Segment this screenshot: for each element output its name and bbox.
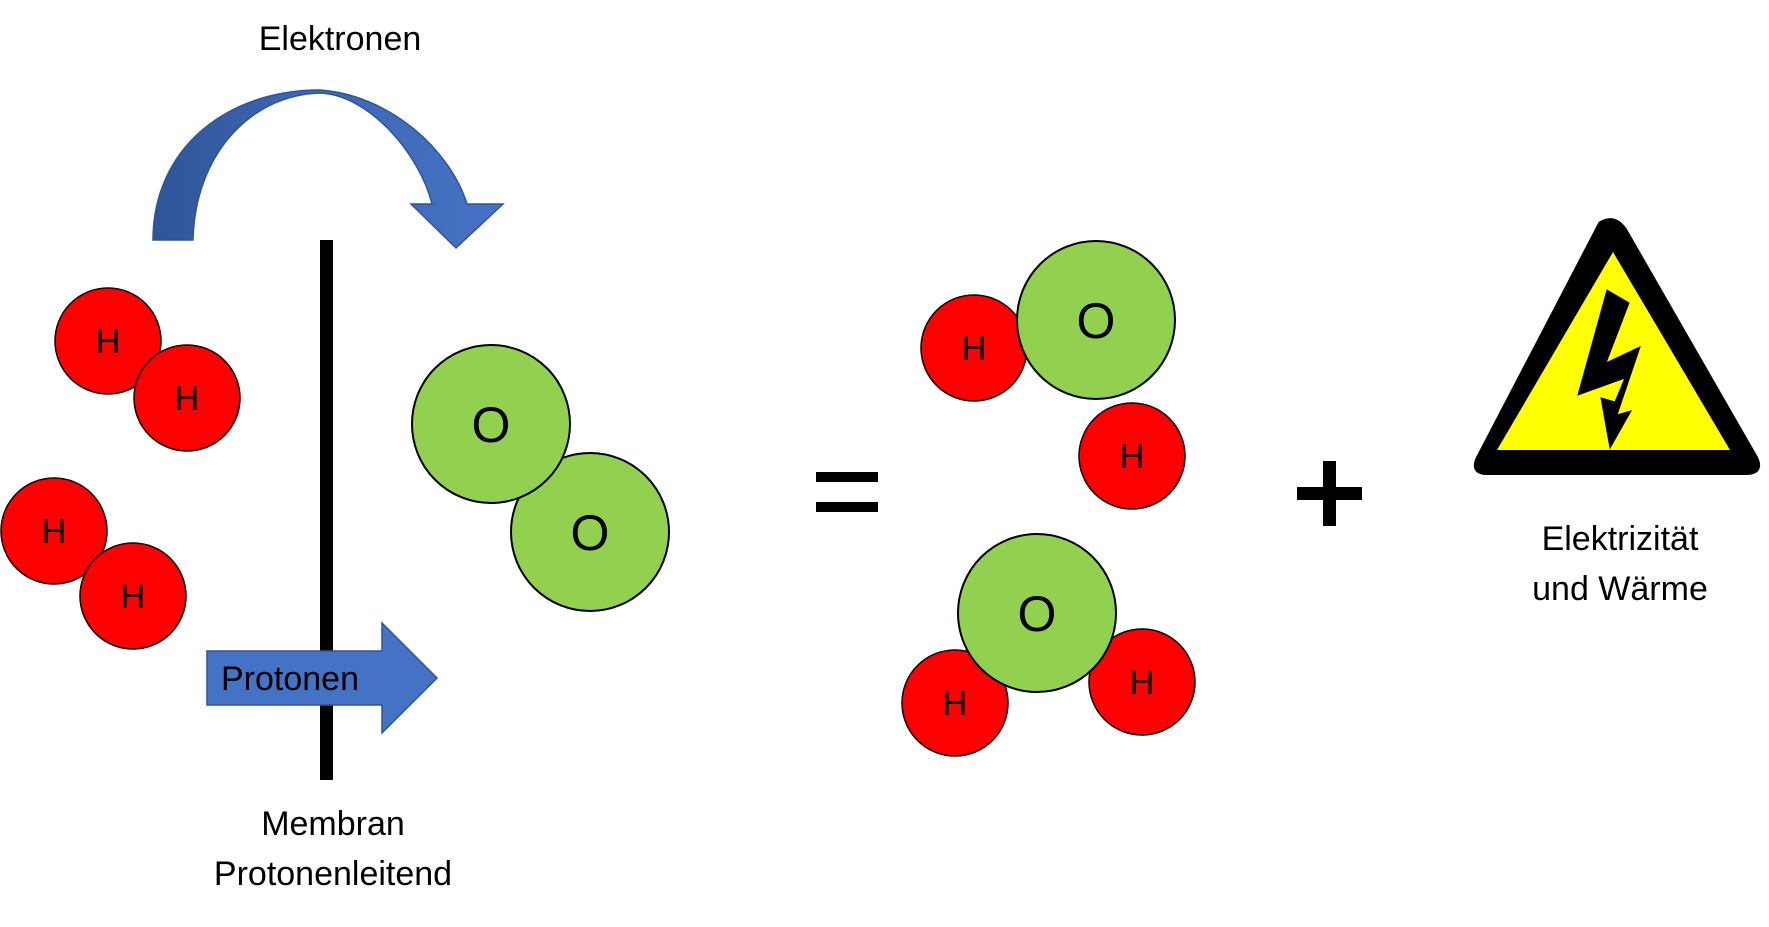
hydrogen-atom-label: H [96, 323, 121, 361]
membrane-label-line2: Protonenleitend [214, 855, 452, 893]
membrane-label-line1: Membran [261, 805, 405, 843]
hydrogen-molecule: H H [0, 477, 187, 650]
oxygen-atom [1016, 240, 1176, 400]
electrons-label: Elektronen [259, 20, 422, 58]
oxygen-atom-label: O [1018, 586, 1057, 642]
oxygen-atom-label: O [472, 397, 511, 453]
output-label-line1: Elektrizität [1542, 520, 1699, 558]
protons-arrow [206, 621, 439, 735]
oxygen-atom [957, 533, 1117, 693]
oxygen-atom [411, 344, 571, 504]
hydrogen-atom-label: H [1120, 438, 1145, 476]
hydrogen-atom-label: H [1130, 664, 1155, 702]
oxygen-atom [510, 452, 670, 612]
oxygen-atom-label: O [1077, 293, 1116, 349]
hydrogen-atom [79, 542, 187, 650]
plus-sign [1297, 461, 1362, 526]
hydrogen-atom [54, 287, 162, 395]
output-label-line2: und Wärme [1532, 570, 1708, 608]
water-molecule: H H O [901, 533, 1196, 757]
equals-sign [816, 472, 878, 512]
hydrogen-atom [901, 649, 1009, 757]
hydrogen-molecule: H H [54, 287, 241, 452]
hydrogen-atom [1088, 628, 1196, 736]
high-voltage-warning-icon [1473, 218, 1761, 475]
hydrogen-atom-label: H [42, 513, 67, 551]
electron-arrow [152, 89, 505, 250]
hydrogen-atom [133, 344, 241, 452]
hydrogen-atom-label: H [175, 380, 200, 418]
protons-label: Protonen [221, 660, 359, 698]
hydrogen-atom-label: H [943, 685, 968, 723]
oxygen-atom-label: O [571, 505, 610, 561]
hydrogen-atom-label: H [121, 578, 146, 616]
hydrogen-atom-label: H [962, 330, 987, 368]
oxygen-molecule: O O [411, 344, 670, 612]
hydrogen-atom [0, 477, 108, 585]
membrane [320, 240, 333, 780]
hydrogen-atom [1078, 402, 1186, 510]
water-molecule: H H O [920, 240, 1186, 510]
